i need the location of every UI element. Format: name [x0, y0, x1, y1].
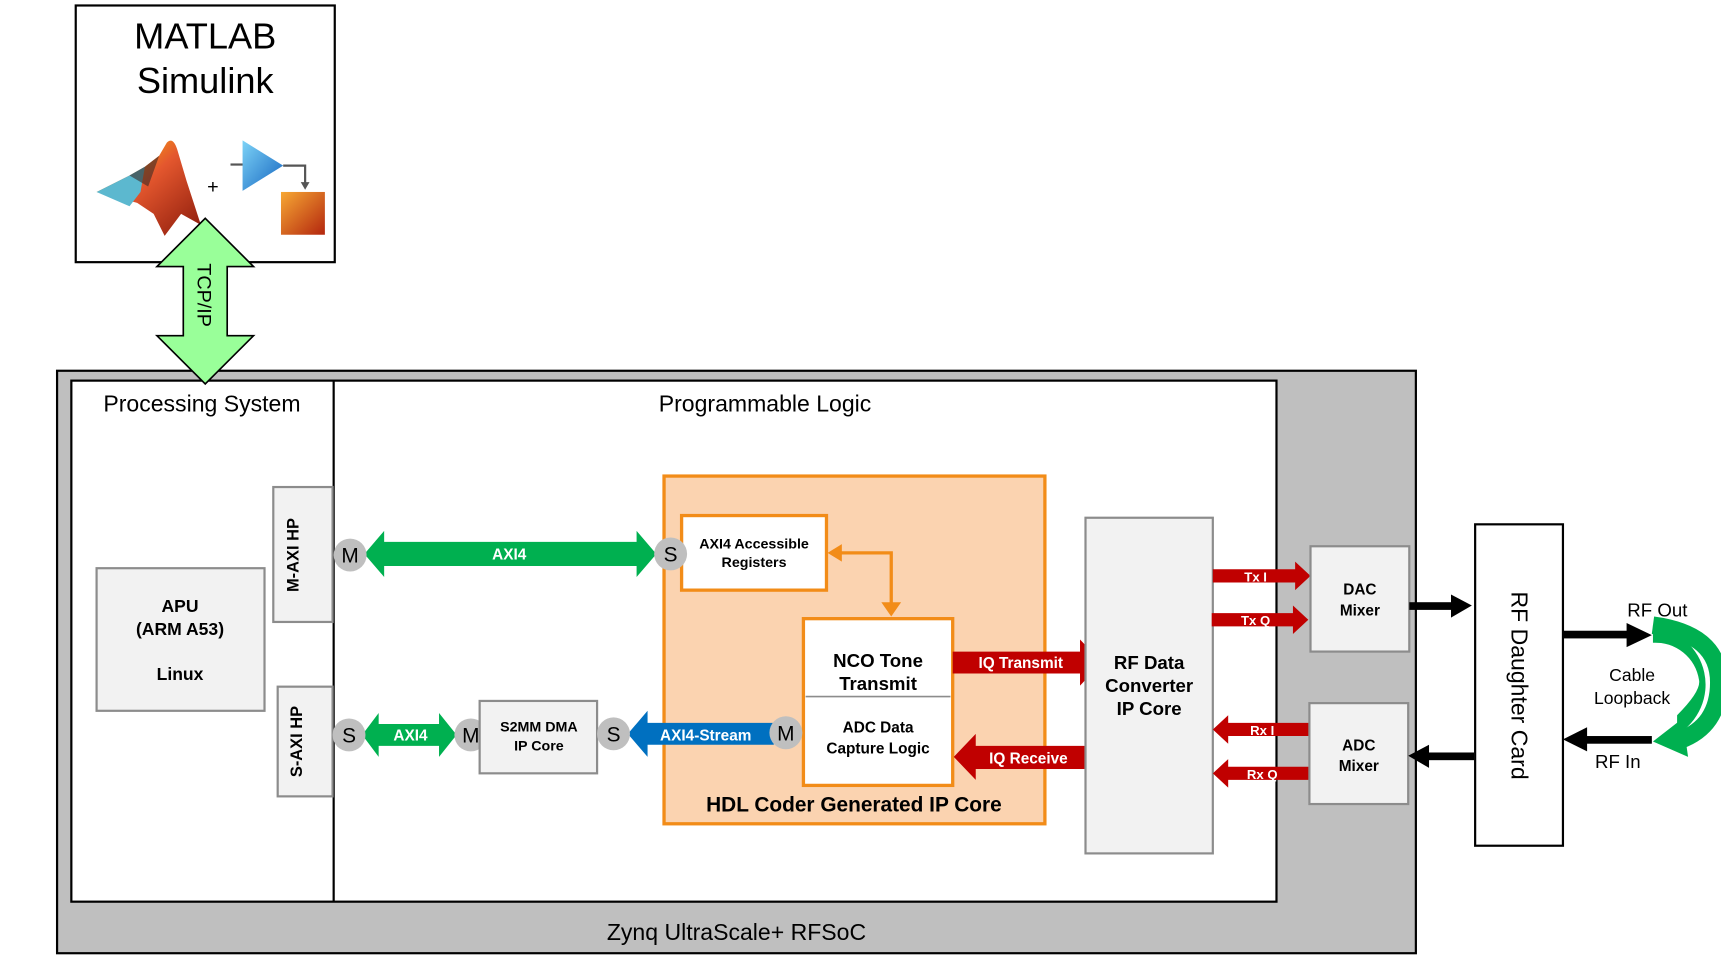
apu-line2: (ARM A53) [136, 619, 224, 639]
loopback-line2: Loopback [1594, 688, 1670, 708]
dma-line1: S2MM DMA [500, 720, 578, 736]
svg-text:Tx Q: Tx Q [1241, 613, 1270, 628]
port-s-dma: S [597, 717, 631, 751]
register-link [827, 544, 902, 617]
ps-label: Processing System [103, 390, 300, 416]
m-axi-hp-port: M-AXI HP [272, 485, 334, 624]
daughter-card-label: RF Daughter Card [1506, 592, 1532, 780]
plus-sign: + [207, 176, 219, 198]
host-box: MATLAB Simulink + [74, 4, 336, 264]
rfsoc-label: Zynq UltraScale+ RFSoC [607, 919, 866, 945]
svg-text:Mixer: Mixer [1340, 602, 1380, 619]
card-to-adc-arrow [1408, 744, 1475, 768]
svg-text:M: M [777, 722, 794, 745]
rfdc-line2: Converter [1105, 675, 1193, 696]
cable-loopback-icon: Cable Loopback [1594, 616, 1721, 757]
dma-line2: IP Core [514, 738, 564, 754]
regs-line2: Registers [722, 555, 787, 571]
svg-text:Rx Q: Rx Q [1247, 767, 1278, 782]
loopback-line1: Cable [1609, 665, 1655, 685]
svg-text:Tx I: Tx I [1244, 569, 1267, 584]
iq-receive-label: IQ Receive [989, 750, 1068, 767]
svg-text:S: S [342, 725, 356, 748]
tx-i-arrow: Tx I [1212, 561, 1311, 591]
svg-text:S: S [664, 544, 678, 567]
ip-core-label: HDL Coder Generated IP Core [706, 794, 1002, 817]
svg-text:ADC: ADC [1342, 737, 1375, 754]
host-title-line2: Simulink [137, 60, 275, 101]
iq-receive-arrow: IQ Receive [953, 733, 1091, 780]
apu-line1: APU [161, 596, 198, 616]
s2mm-dma-block: S2MM DMA IP Core [478, 699, 599, 775]
svg-text:M: M [341, 545, 358, 568]
rf-daughter-card: RF Daughter Card [1474, 523, 1565, 847]
tcpip-link: TCP/IP [154, 217, 256, 386]
axi4-registers-block: AXI4 Accessible Registers [679, 513, 829, 592]
rf-out-label: RF Out [1627, 599, 1688, 620]
axi4-top-link: AXI4 [364, 530, 657, 577]
pl-label: Programmable Logic [659, 390, 872, 416]
tx-q-arrow: Tx Q [1211, 605, 1309, 635]
adc-capture-line1: ADC Data [843, 720, 914, 737]
svg-text:S: S [607, 724, 621, 747]
port-s-top: S [654, 537, 688, 571]
regs-line1: AXI4 Accessible [699, 536, 809, 552]
svg-text:Mixer: Mixer [1339, 758, 1379, 775]
iq-transmit-label: IQ Transmit [978, 655, 1063, 672]
dac-mixer-block: DAC Mixer [1309, 545, 1411, 653]
rfdc-line1: RF Data [1114, 652, 1185, 673]
matlab-logo-icon [96, 140, 201, 236]
axi4-top-label: AXI4 [492, 546, 527, 563]
s-axi-hp-label: S-AXI HP [288, 706, 306, 777]
rf-out-arrow: RF Out [1562, 599, 1688, 648]
simulink-logo-icon [230, 140, 325, 235]
s-axi-hp-port: S-AXI HP [276, 685, 334, 798]
rf-data-converter-block: RF Data Converter IP Core [1084, 516, 1214, 855]
dac-to-card-arrow [1409, 594, 1472, 618]
nco-adc-block: NCO Tone Transmit ADC Data Capture Logic [801, 617, 955, 788]
iq-transmit-arrow: IQ Transmit [952, 639, 1102, 686]
port-m-stream: M [769, 716, 803, 750]
rfdc-line3: IP Core [1117, 698, 1182, 719]
rx-q-arrow: Rx Q [1212, 759, 1312, 788]
nco-line2: Transmit [839, 673, 917, 694]
adc-mixer-block: ADC Mixer [1308, 702, 1410, 806]
axi4-bottom-link: AXI4 [362, 712, 457, 757]
nco-line1: NCO Tone [833, 650, 923, 671]
apu-block: APU (ARM A53) Linux [95, 567, 266, 712]
rx-i-arrow: Rx I [1212, 715, 1310, 744]
adc-capture-line2: Capture Logic [826, 741, 930, 758]
svg-text:M: M [462, 725, 479, 748]
axi4-stream-link: AXI4-Stream [627, 710, 774, 757]
tcpip-label: TCP/IP [193, 263, 215, 327]
svg-text:DAC: DAC [1343, 582, 1376, 599]
port-m-top: M [333, 538, 367, 572]
rf-in-label: RF In [1595, 751, 1641, 772]
host-title-line1: MATLAB [134, 15, 276, 56]
axi4-stream-label: AXI4-Stream [660, 727, 751, 744]
rf-in-arrow: RF In [1562, 727, 1652, 772]
apu-line3: Linux [157, 664, 204, 684]
port-s-bottom: S [332, 718, 366, 752]
svg-text:Rx I: Rx I [1250, 723, 1274, 738]
axi4-bottom-label: AXI4 [393, 727, 428, 744]
m-axi-hp-label: M-AXI HP [285, 518, 303, 592]
